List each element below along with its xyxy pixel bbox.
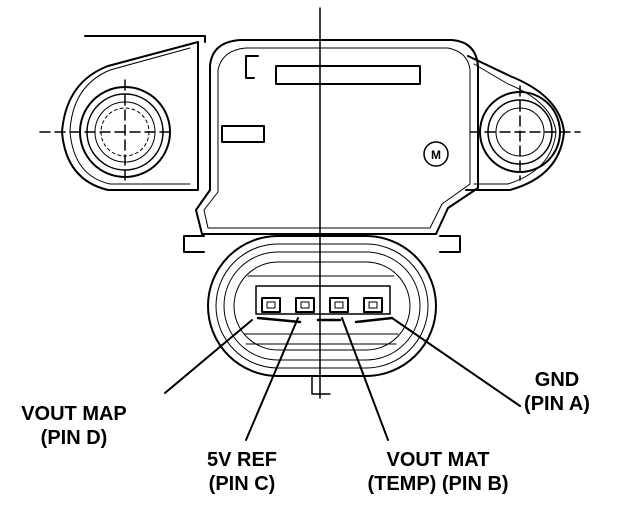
connector-plug: [207, 235, 437, 395]
5v-ref-name: 5V REF: [206, 449, 278, 471]
label-5v-ref: 5V REF (PIN C): [172, 448, 312, 496]
leader-line-gnd: [391, 317, 521, 407]
terminal-pin-a: [363, 297, 383, 313]
vout-mat-pin: (TEMP) (PIN B): [367, 473, 509, 495]
label-gnd: GND (PIN A): [502, 368, 612, 416]
leader-line-vout-map: [164, 319, 253, 394]
label-vout-mat: VOUT MAT (TEMP) (PIN B): [340, 448, 536, 496]
top-bracket-line: [84, 35, 206, 43]
gnd-pin: (PIN A): [524, 393, 590, 415]
vout-map-pin: (PIN D): [40, 427, 108, 449]
svg-text:M: M: [431, 148, 441, 162]
gnd-name: GND: [534, 369, 580, 391]
vout-map-name: VOUT MAP: [21, 403, 127, 425]
pin-terminals: [255, 285, 394, 324]
terminal-pin-c: [295, 297, 315, 313]
mounting-ear-right: [465, 55, 581, 191]
leader-line-vout-mat: [341, 317, 389, 441]
vout-mat-name: VOUT MAT: [386, 449, 490, 471]
terminal-pin-d: [261, 297, 281, 313]
label-vout-map: VOUT MAP (PIN D): [4, 402, 144, 450]
sensor-body: M: [183, 39, 479, 253]
mounting-ear-left: [39, 41, 199, 191]
5v-ref-pin: (PIN C): [208, 473, 276, 495]
leader-line-5v-ref: [245, 317, 299, 441]
terminal-pin-b: [329, 297, 349, 313]
